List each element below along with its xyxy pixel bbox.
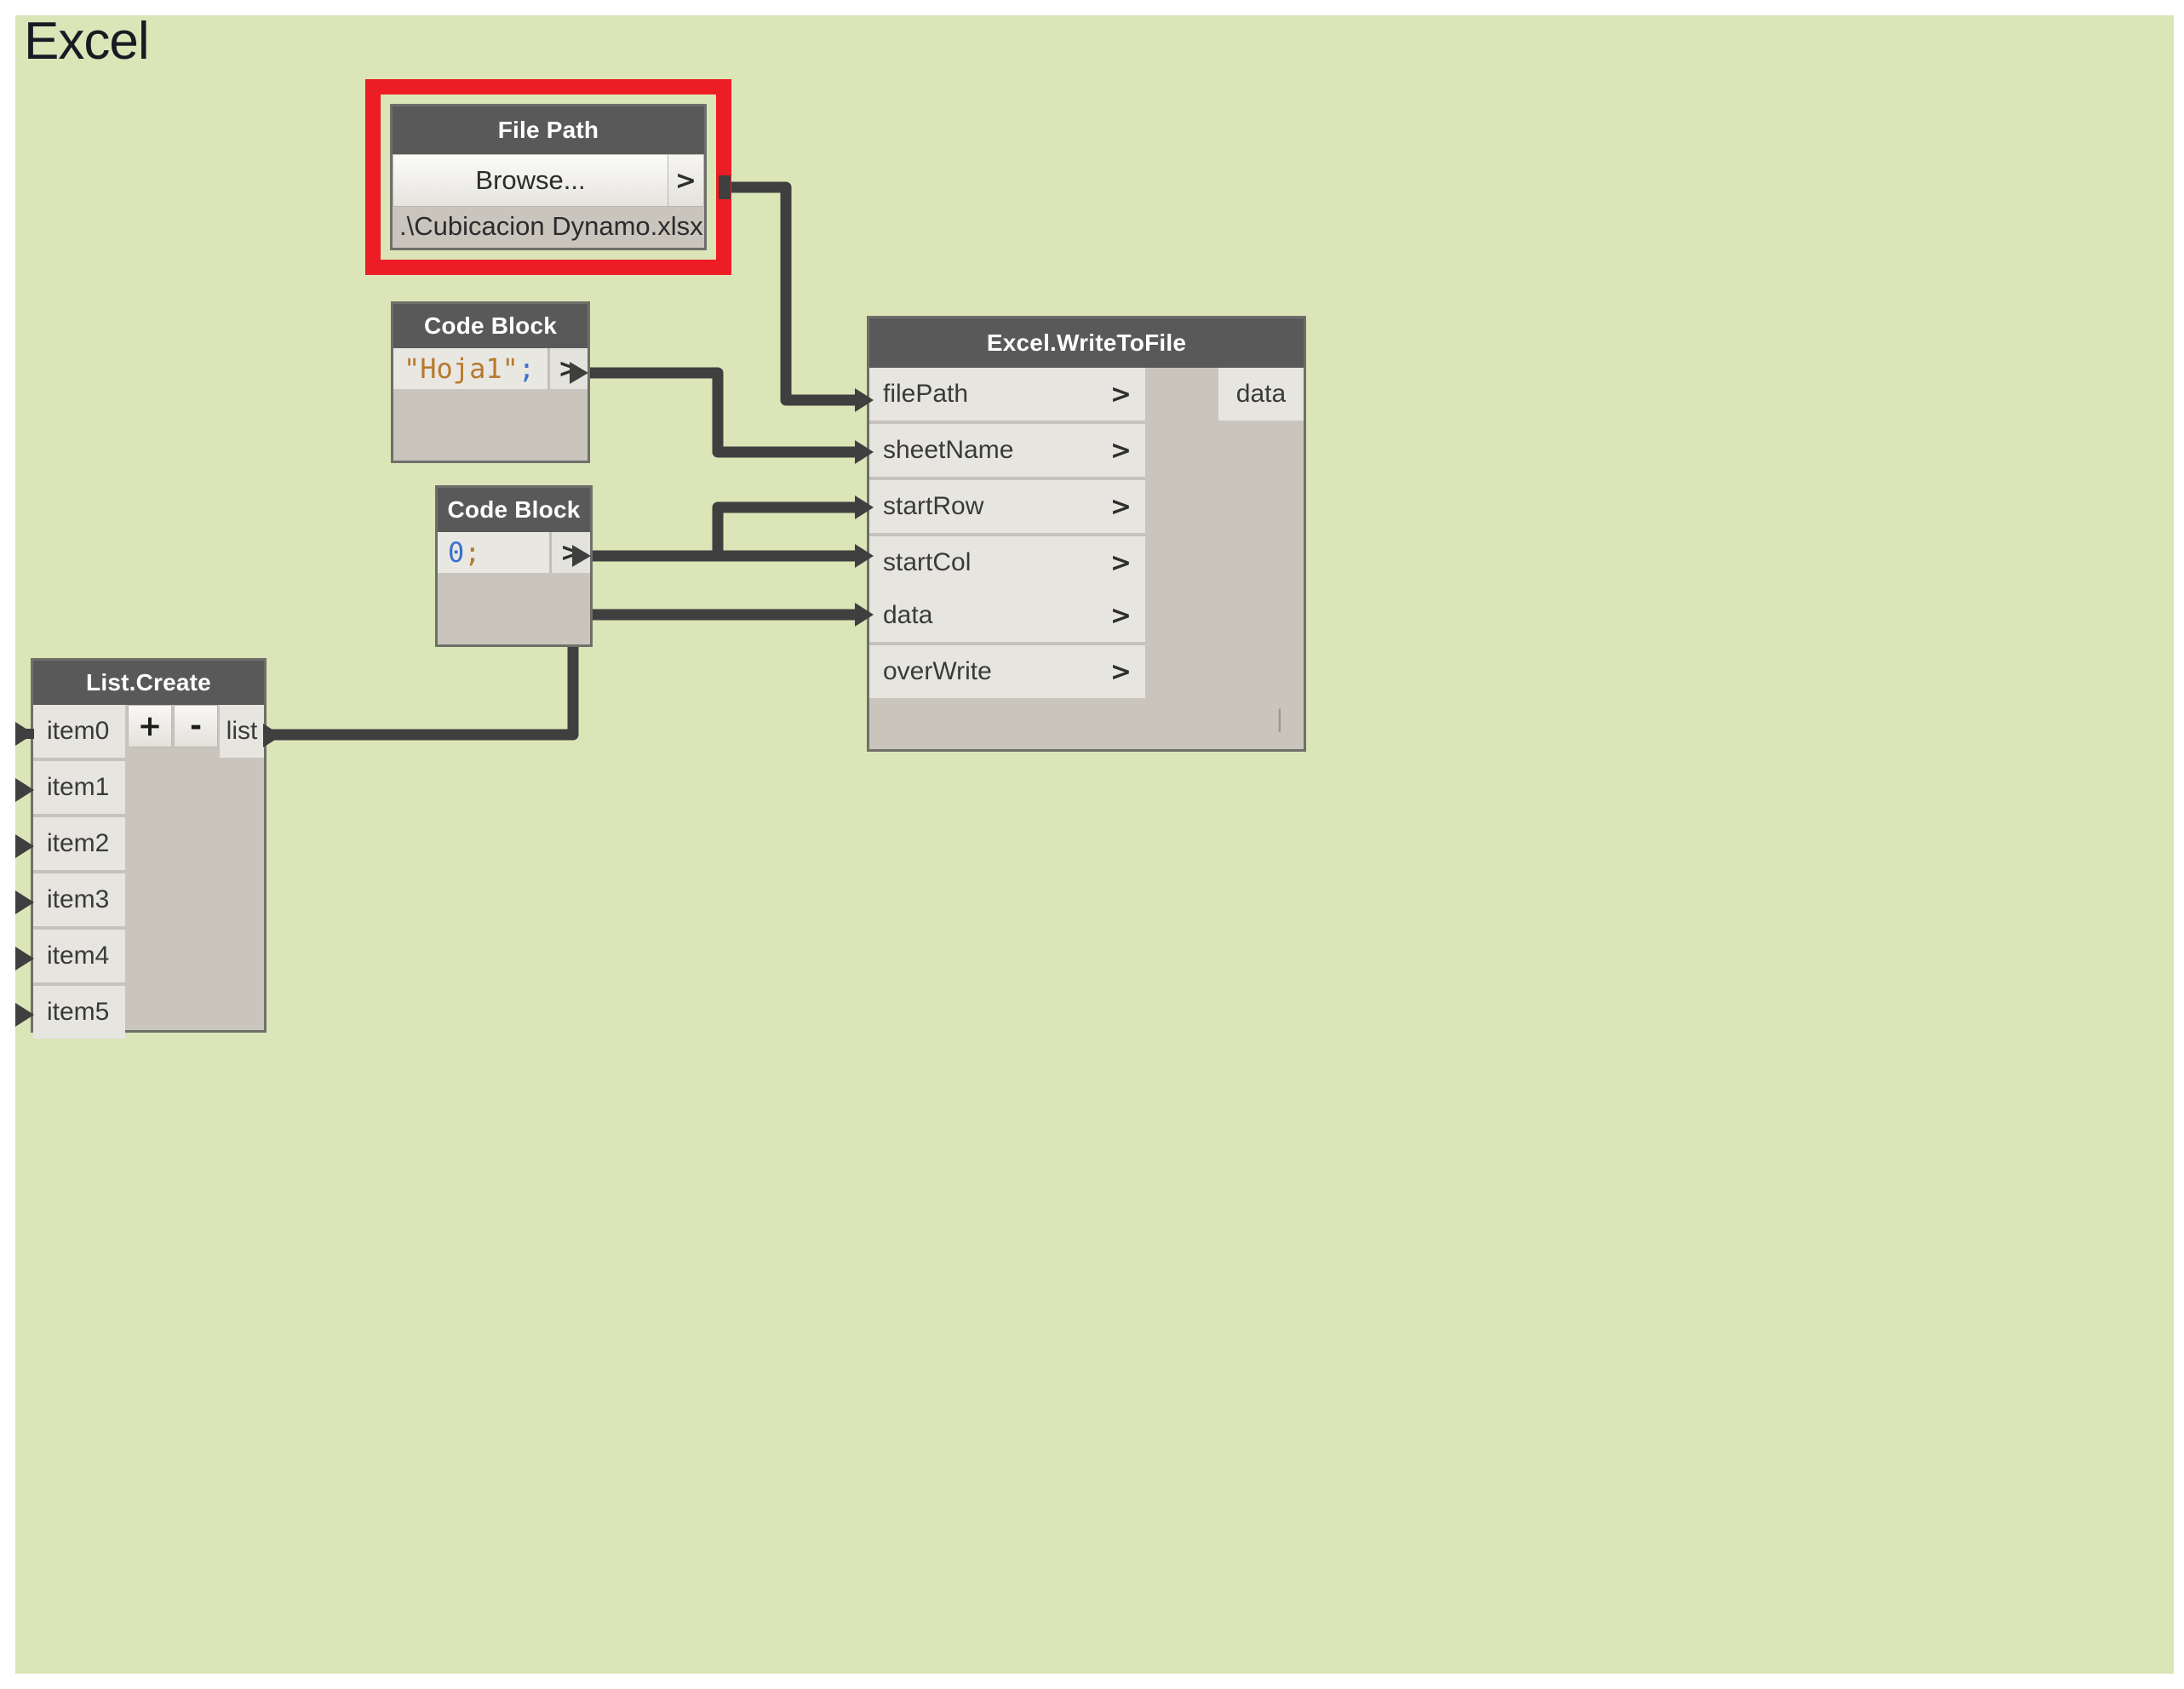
node-code-block-zero[interactable]: Code Block 0; > [435,485,593,647]
node-title-file-path: File Path [393,106,704,154]
input-port-item0-label: item0 [47,717,110,745]
remove-input-button[interactable]: - [174,705,218,747]
input-port-sheetname-label: sheetName [883,436,1014,464]
chevron-right-icon: > [1109,547,1132,578]
row-divider [33,870,125,873]
code-string-literal: "Hoja1" [404,352,519,385]
code-terminator-zero: ; [464,536,481,569]
row-divider [33,926,125,930]
wire-layer [267,181,863,741]
node-list-create[interactable]: List.Create item0 item1 item2 item3 [31,658,267,1039]
node-body-excel-writetofile: filePath > sheetName > startRow > startC… [869,368,1304,749]
chevron-right-icon: > [1109,435,1132,466]
input-port-data[interactable]: data > [869,589,1145,642]
input-port-overwrite-label: overWrite [883,657,992,685]
node-title-code-block-sheetname: Code Block [393,304,588,348]
add-input-button[interactable]: + [128,705,172,747]
input-port-startcol-label: startCol [883,548,972,576]
row-divider [33,814,125,817]
input-port-data-label: data [883,601,933,629]
input-port-filepath[interactable]: filePath > [869,368,1145,421]
selection-highlight [365,79,731,275]
wire-startrow [573,501,863,562]
file-path-output-port[interactable]: > [668,154,704,207]
input-port-item0[interactable]: item0 [33,705,125,758]
input-port-item3[interactable]: item3 [33,873,125,926]
input-port-filepath-label: filePath [883,380,969,408]
node-title-code-block-zero: Code Block [438,488,590,532]
input-port-item2-label: item2 [47,829,110,857]
code-block-sheetname-output-port[interactable]: > [547,348,588,389]
code-block-editor-zero[interactable]: 0; [438,532,549,573]
graph-canvas[interactable]: Excel File Path Browse... > [15,15,2174,1674]
row-divider [869,642,1145,645]
wire-filepath [725,181,863,406]
row-divider [869,477,1145,480]
code-terminator: ; [518,352,536,385]
node-title-excel-writetofile: Excel.WriteToFile [869,318,1304,368]
node-excel-writetofile[interactable]: Excel.WriteToFile filePath > sheetName >… [867,316,1306,752]
file-path-out-connector [719,175,731,199]
chevron-right-icon: > [1109,491,1132,522]
node-body-list-create: item0 item1 item2 item3 item4 [33,705,264,1039]
node-body-code-block-sheetname: "Hoja1"; > [393,348,588,461]
input-port-startcol[interactable]: startCol > [869,536,1145,589]
code-number-literal: 0 [448,536,465,569]
input-port-startrow[interactable]: startRow > [869,480,1145,533]
row-divider [33,982,125,986]
chevron-right-icon: > [1109,379,1132,409]
input-port-item1[interactable]: item1 [33,761,125,814]
input-port-item1-label: item1 [47,773,110,801]
row-divider [33,758,125,761]
node-file-path[interactable]: File Path Browse... > .\Cubicacion Dynam… [390,104,707,250]
group-title: Excel [24,15,150,71]
chevron-right-icon: > [1109,656,1132,687]
input-port-item3-label: item3 [47,885,110,913]
input-port-item5-label: item5 [47,998,110,1026]
text-caret-glyph: | [1276,705,1283,733]
port-arrow-list-out [263,724,282,747]
node-body-file-path: Browse... > .\Cubicacion Dynamo.xlsx [393,154,704,248]
input-port-item4-label: item4 [47,942,110,970]
browse-button[interactable]: Browse... [393,154,668,207]
wire-sheetname [580,367,863,458]
input-port-item2[interactable]: item2 [33,817,125,870]
input-port-overwrite[interactable]: overWrite > [869,645,1145,698]
node-title-list-create: List.Create [33,661,264,705]
input-port-item5[interactable]: item5 [33,986,125,1039]
row-divider [869,421,1145,424]
code-block-editor-sheetname[interactable]: "Hoja1"; [393,348,547,389]
output-port-list[interactable]: list [220,705,264,758]
node-code-block-sheetname[interactable]: Code Block "Hoja1"; > [391,301,590,463]
input-port-startrow-label: startRow [883,492,984,520]
output-port-data[interactable]: data [1218,368,1304,421]
row-divider [869,533,1145,536]
file-path-value: .\Cubicacion Dynamo.xlsx [399,211,703,241]
input-port-sheetname[interactable]: sheetName > [869,424,1145,477]
node-body-code-block-zero: 0; > [438,532,590,644]
input-port-item4[interactable]: item4 [33,930,125,982]
chevron-right-icon: > [1109,600,1132,631]
